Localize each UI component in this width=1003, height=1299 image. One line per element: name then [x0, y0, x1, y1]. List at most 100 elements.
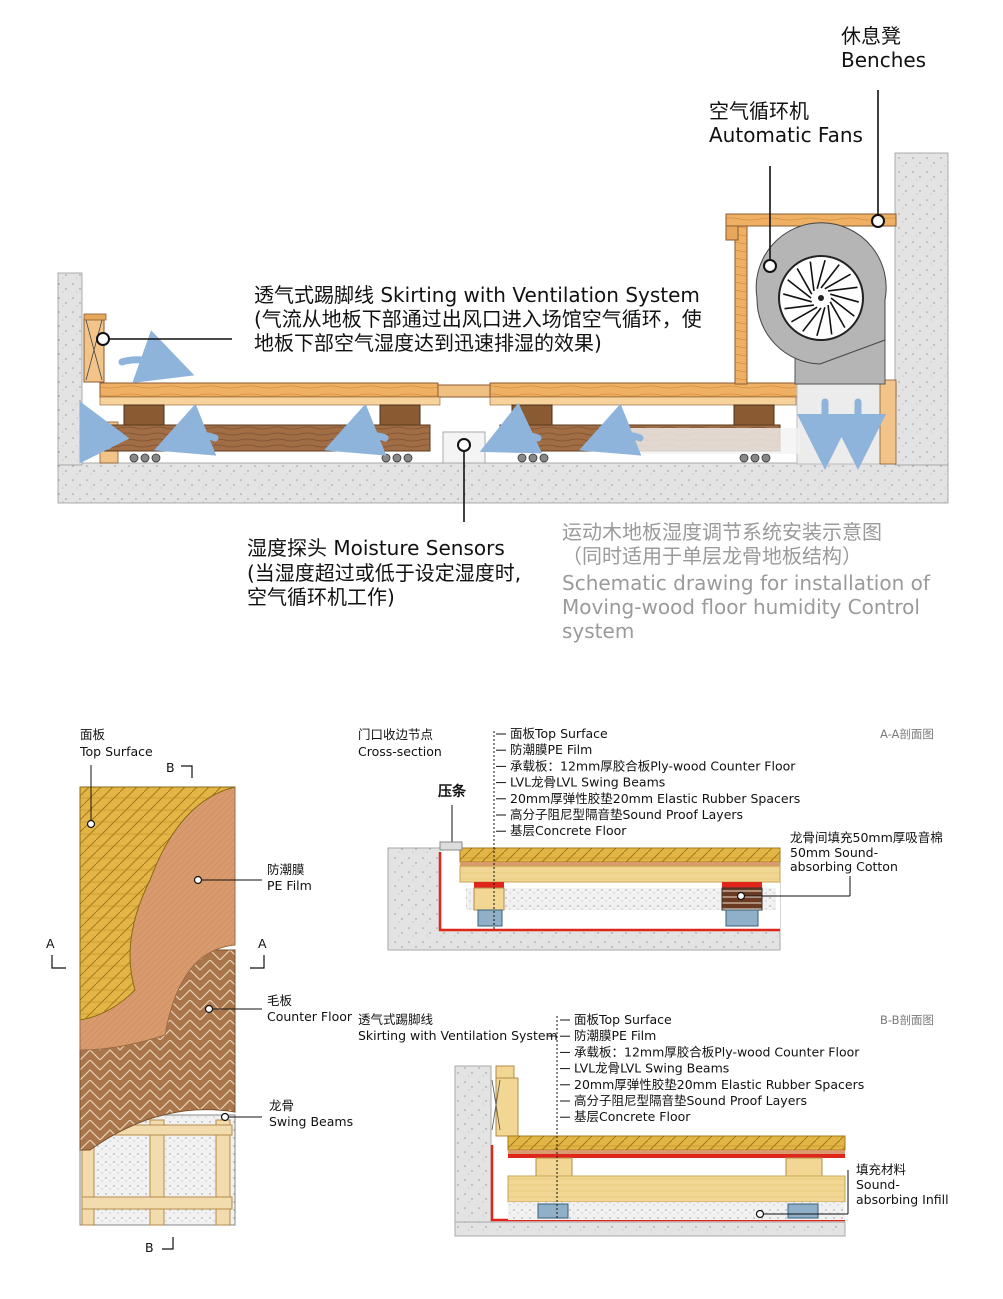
infill-label-3: absorbing Infill	[856, 1192, 949, 1207]
sensor-label-3: 空气循环机工作)	[247, 585, 395, 609]
layer-label: 面板Top Surface	[510, 726, 608, 741]
fan-blade	[827, 304, 833, 335]
fans-label-cn: 空气循环机	[709, 99, 809, 123]
fan-blades	[783, 260, 859, 336]
fan-blade	[816, 307, 826, 336]
fan-blade	[809, 261, 815, 292]
fan-blade	[796, 268, 813, 295]
fan-blade	[827, 286, 858, 292]
layer-label: 高分子阻尼型隔音垫Sound Proof Layers	[510, 807, 743, 822]
layer-beam-en: Swing Beams	[269, 1114, 353, 1129]
fans-marker	[763, 259, 777, 273]
fan-blade	[802, 307, 822, 332]
fan-blade	[787, 279, 812, 299]
layer-beam-cn: 龙骨	[269, 1098, 294, 1113]
layer-label: 承载板：12mm厚胶合板Ply-wood Counter Floor	[510, 758, 796, 773]
section-bb-left-en: Skirting with Ventilation System	[358, 1028, 558, 1043]
section-a-right: A	[258, 936, 267, 951]
layer-counter-en: Counter Floor	[267, 1009, 353, 1024]
section-aa-left-cn: 门口收边节点	[358, 727, 433, 742]
layer-counter-cn: 毛板	[267, 993, 293, 1008]
layer-pe-cn: 防潮膜	[267, 862, 305, 877]
air-flow-arrow	[79, 400, 130, 464]
fan-blade	[820, 264, 840, 289]
layer-label: 20mm厚弹性胶垫20mm Elastic Rubber Spacers	[510, 791, 800, 806]
section-b-top: B	[166, 760, 175, 775]
air-flow-arrow	[578, 403, 644, 456]
title-en-3: system	[562, 619, 634, 643]
fan-blade	[816, 260, 826, 289]
rubber-feet	[129, 453, 771, 463]
concrete-slab	[57, 462, 949, 504]
title-cn-1: 运动木地板湿度调节系统安装示意图	[562, 520, 882, 544]
bench-leg	[734, 225, 748, 385]
strip-label: 压条	[438, 783, 467, 800]
floor-board-mid	[437, 384, 491, 398]
layer-label: 基层Concrete Floor	[510, 823, 627, 838]
section-bb-left-cn: 透气式踢脚线	[358, 1012, 434, 1027]
section-bb: B-B剖面图 透气式踢脚线 Skirting with Ventilation …	[358, 1012, 949, 1237]
fan-blade	[824, 273, 851, 290]
title-en-2: Moving-wood floor humidity Control	[562, 595, 920, 619]
benches-label-cn: 休息凳	[841, 24, 901, 48]
fans-label-en: Automatic Fans	[709, 123, 863, 147]
fan-blade	[791, 306, 818, 323]
layer-label: 面板Top Surface	[574, 1012, 672, 1027]
top-schematic	[57, 152, 949, 504]
sensor-marker	[457, 438, 471, 452]
sensor-label-2: (当湿度超过或低于设定湿度时,	[247, 561, 521, 585]
air-flow-arrow	[118, 330, 195, 383]
fan-blade	[784, 304, 815, 310]
skirting-label-3: 地板下部空气湿度达到迅速排湿的效果)	[254, 331, 602, 355]
air-flow-arrow	[323, 403, 389, 456]
layer-label: 承载板：12mm厚胶合板Ply-wood Counter Floor	[574, 1044, 860, 1059]
layer-top-cn: 面板	[80, 727, 106, 742]
fan-unit	[755, 222, 887, 385]
layer-label: 防潮膜PE Film	[574, 1028, 656, 1043]
layer-label: LVL龙骨LVL Swing Beams	[574, 1061, 729, 1076]
fan-blade	[829, 301, 846, 328]
layers-diagram: 面板 Top Surface B B A A 防潮膜 PE Film 毛板 Co…	[46, 727, 353, 1255]
air-flow-arrow	[479, 402, 543, 454]
skirting-label-1: 透气式踢脚线 Skirting with Ventilation System	[254, 283, 700, 307]
air-flow-arrow	[153, 403, 219, 456]
skirting-label-2: (气流从地板下部通过出风口进入场馆空气循环，使	[254, 307, 702, 331]
title-cn-2: （同时适用于单层龙骨地板结构）	[562, 544, 862, 568]
benches-marker	[871, 214, 885, 228]
cotton-label-3: absorbing Cotton	[790, 859, 898, 874]
benches-label-en: Benches	[841, 48, 926, 72]
layer-label: LVL龙骨LVL Swing Beams	[510, 775, 665, 790]
floor-board-left	[99, 382, 439, 398]
section-b-bottom: B	[145, 1240, 154, 1255]
left-wall	[57, 272, 83, 466]
fan-blade	[783, 293, 812, 303]
air-flow-arrows	[79, 330, 886, 470]
top-labels: 休息凳 Benches 空气循环机 Automatic Fans 透气式踢脚线 …	[96, 24, 931, 643]
section-bb-title: B-B剖面图	[880, 1013, 934, 1027]
infill-label-2: Sound-	[856, 1177, 900, 1192]
fan-blade	[830, 293, 859, 303]
layer-label: 20mm厚弹性胶垫20mm Elastic Rubber Spacers	[574, 1077, 864, 1092]
title-en-1: Schematic drawing for installation of	[562, 571, 931, 595]
right-wall	[894, 152, 949, 466]
fan-blade	[830, 297, 855, 317]
section-aa-title: A-A剖面图	[880, 727, 934, 741]
layer-pe-en: PE Film	[267, 878, 312, 893]
infill-label-1: 填充材料	[856, 1162, 907, 1177]
air-duct	[796, 383, 883, 465]
section-aa-left-en: Cross-section	[358, 744, 442, 759]
skirting-marker	[96, 332, 110, 346]
layer-label: 防潮膜PE Film	[510, 742, 592, 757]
sensor-label-1: 湿度探头 Moisture Sensors	[247, 536, 505, 560]
layer-label: 高分子阻尼型隔音垫Sound Proof Layers	[574, 1093, 807, 1108]
section-a-left: A	[46, 936, 55, 951]
cotton-label-1: 龙骨间填充50mm厚吸音棉	[790, 830, 943, 845]
spacers	[123, 404, 775, 426]
layer-label: 基层Concrete Floor	[574, 1109, 691, 1124]
section-aa: A-A剖面图 门口收边节点 Cross-section 压条 面板Top Sur…	[358, 726, 943, 951]
cotton-label-2: 50mm Sound-	[790, 845, 878, 860]
layer-top-en: Top Surface	[79, 744, 153, 759]
